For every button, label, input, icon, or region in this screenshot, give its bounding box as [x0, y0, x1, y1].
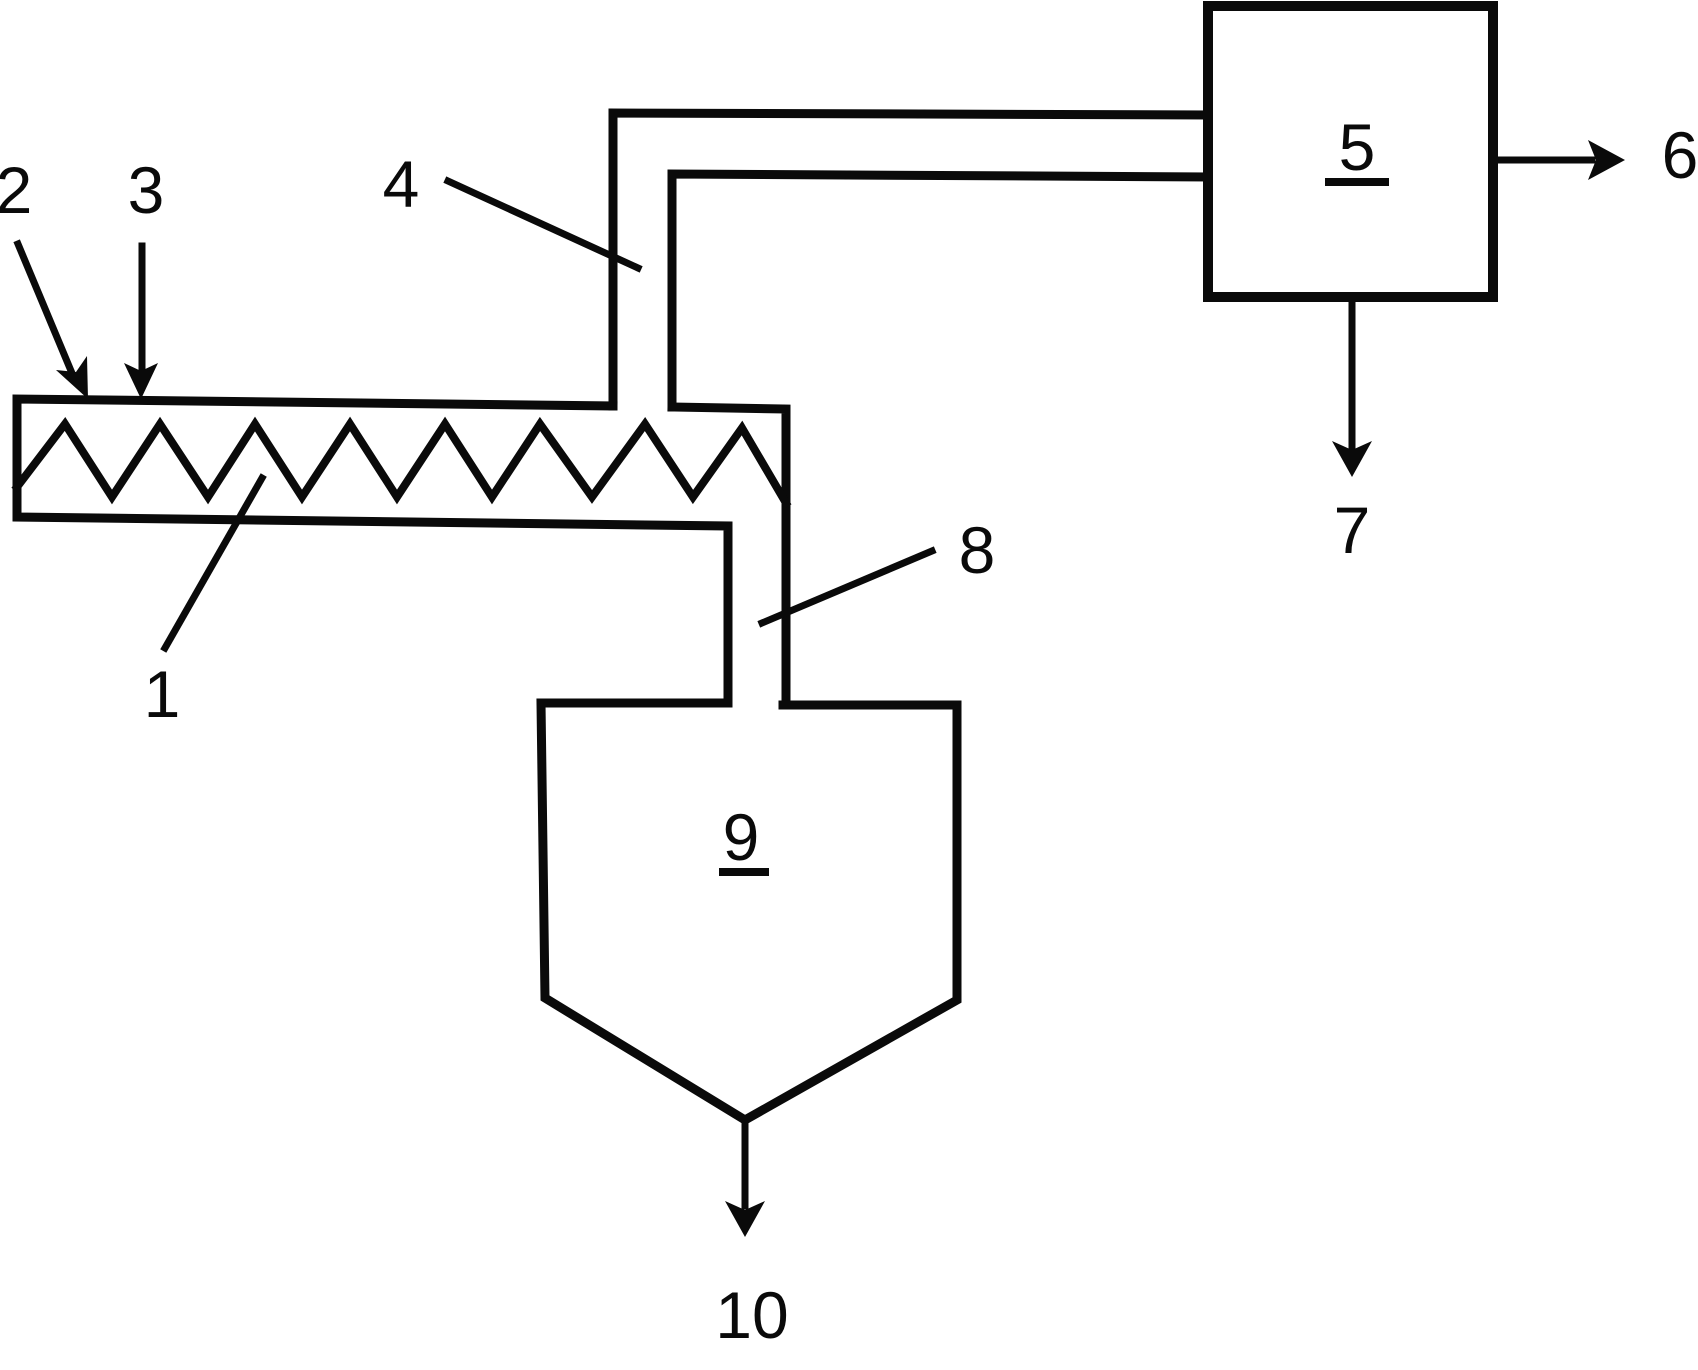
- hopper-outlet-label: 10: [715, 1278, 788, 1352]
- hopper-outline-left: [536, 698, 752, 1127]
- conveyor-leader-line: [160, 473, 267, 653]
- outlet-right-label: 6: [1662, 118, 1698, 192]
- overhead-pipe-outer-wall: [608, 108, 1213, 411]
- outlet-right-arrow-head: [1588, 140, 1625, 180]
- conveyor-label: 1: [144, 657, 181, 731]
- overhead-pipe-leader-line: [443, 176, 643, 273]
- outlet-down-label: 7: [1334, 493, 1371, 567]
- feed-right-label: 3: [128, 153, 165, 227]
- feed-arrow-right-head: [124, 363, 158, 399]
- overhead-pipe-inner-wall: [667, 169, 1213, 412]
- drop-pipe-label: 8: [959, 513, 996, 587]
- overhead-pipe-label: 4: [383, 147, 420, 221]
- hopper-label: 9: [723, 800, 760, 874]
- screw-zigzag: [11, 416, 792, 509]
- process-box-label: 5: [1339, 110, 1376, 184]
- drop-pipe-leader-line: [757, 546, 937, 628]
- conveyor-trough-outline-left: [12, 394, 733, 708]
- hopper-outlet-arrow-head: [725, 1201, 765, 1237]
- conveyor-trough-outline-right: [667, 402, 791, 710]
- hopper-outline-right: [738, 700, 962, 1127]
- outlet-down-arrow-head: [1332, 441, 1372, 477]
- feed-arrow-left-head: [56, 356, 88, 399]
- feed-left-label: 2: [0, 153, 32, 227]
- feed-arrow-left-shaft: [13, 239, 79, 383]
